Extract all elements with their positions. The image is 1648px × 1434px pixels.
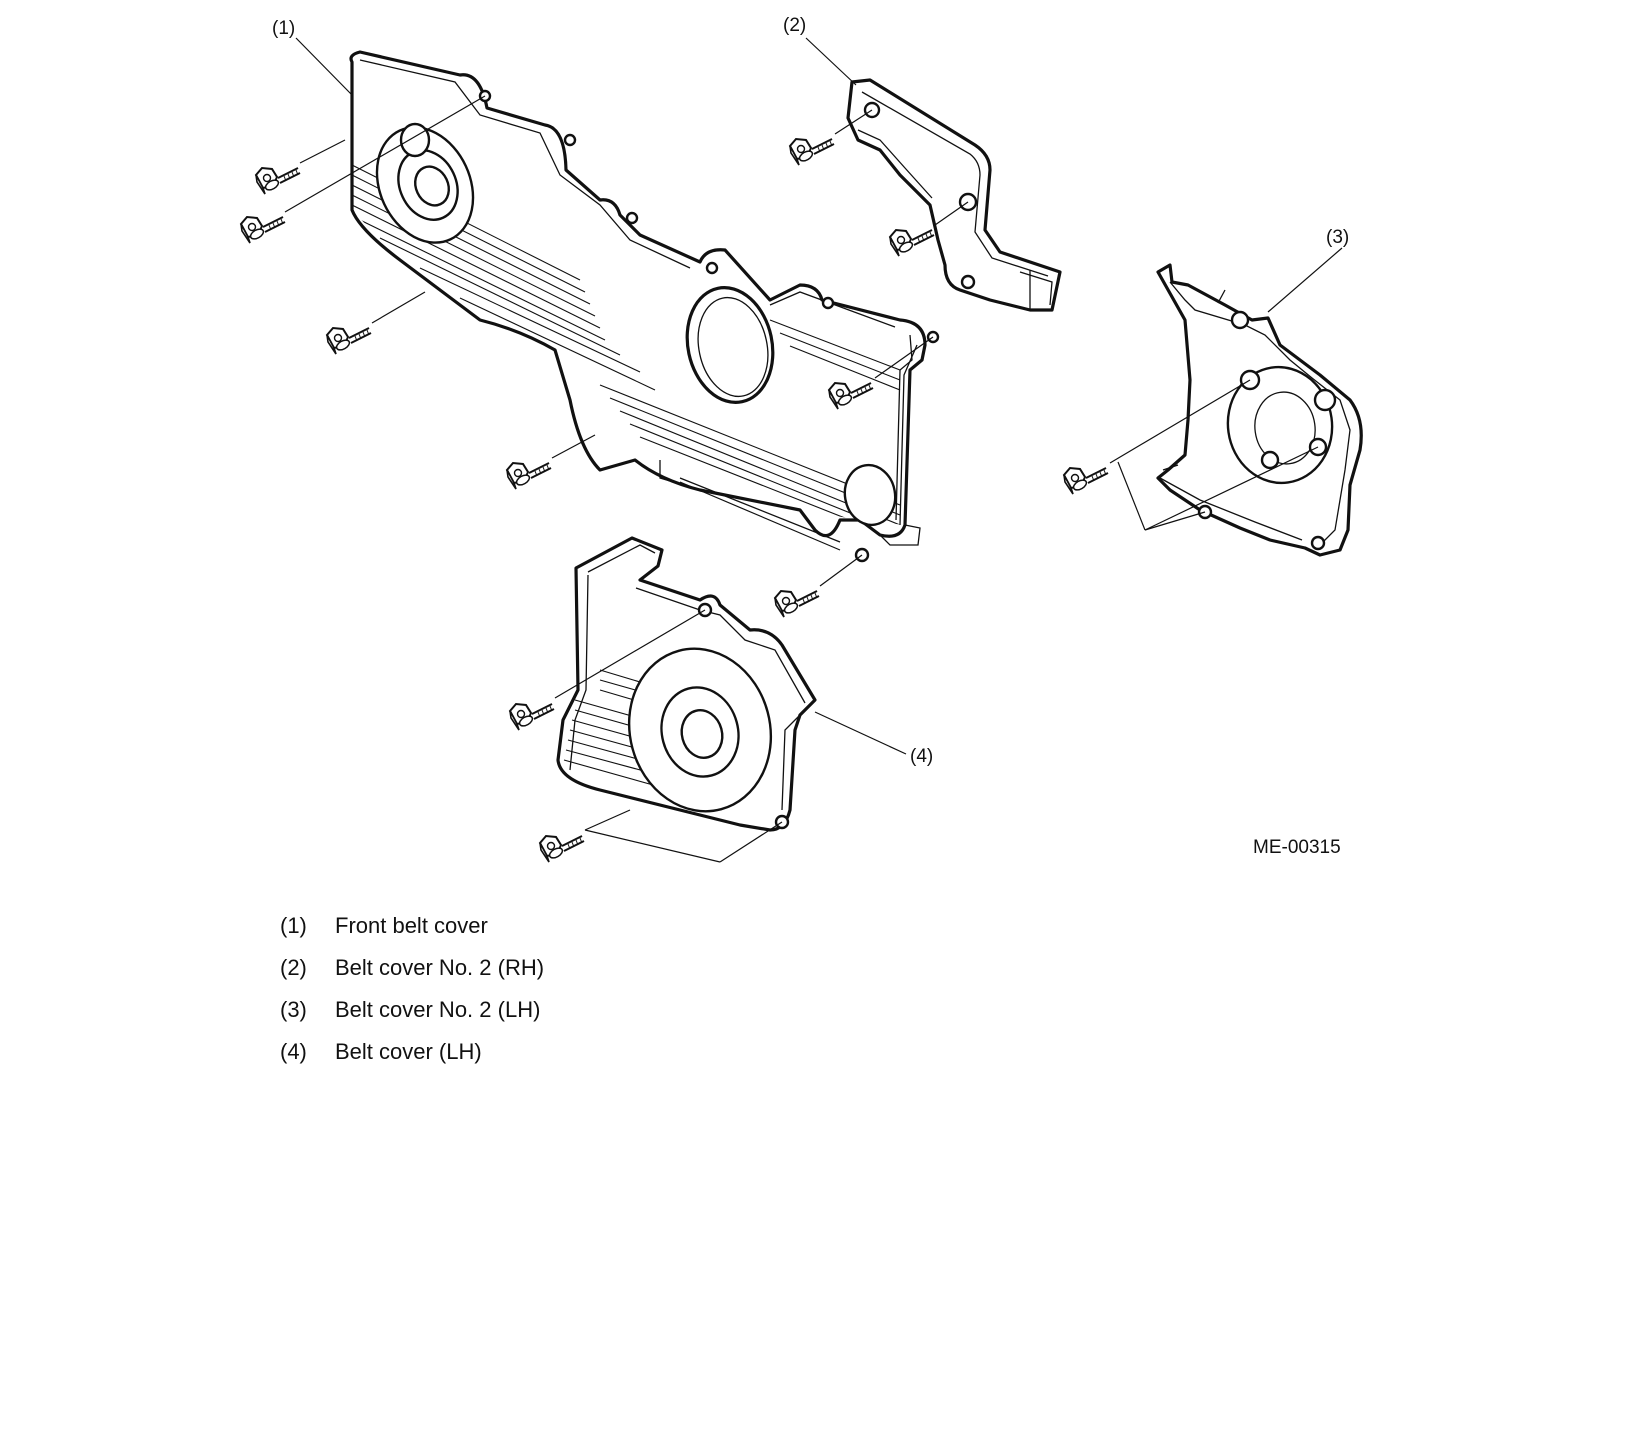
bolt-fastener [240, 216, 286, 244]
legend-label: Belt cover (LH) [335, 1039, 482, 1064]
bolt-fastener [539, 835, 585, 863]
legend-label: Belt cover No. 2 (RH) [335, 955, 545, 980]
bolt-fastener [255, 167, 301, 195]
legend-item: (3) Belt cover No. 2 (LH) [280, 989, 544, 1031]
legend-label: Belt cover No. 2 (LH) [335, 997, 541, 1022]
front-belt-cover-part [349, 50, 940, 563]
figure-code: ME-00315 [1253, 837, 1341, 858]
legend-item: (4) Belt cover (LH) [280, 1031, 544, 1073]
legend-number: (2) [280, 955, 307, 980]
leader-lines [284, 37, 1343, 863]
bolt-fastener [774, 590, 820, 618]
callout-1: (1) [272, 18, 295, 39]
bolt-fastener [1063, 467, 1109, 495]
legend-item: (2) Belt cover No. 2 (RH) [280, 947, 544, 989]
callout-3: (3) [1326, 227, 1349, 248]
parts-legend: (1) Front belt cover (2) Belt cover No. … [280, 905, 544, 1073]
bolt-fastener [506, 462, 552, 490]
belt-cover-no2-lh-part [1156, 263, 1363, 557]
callout-4: (4) [910, 746, 933, 767]
bolt-fastener [509, 703, 555, 731]
belt-cover-lh-part [556, 536, 817, 832]
callout-2: (2) [783, 15, 806, 36]
bolt-fastener [789, 138, 835, 166]
bolt-fastener [326, 327, 372, 355]
legend-label: Front belt cover [335, 913, 488, 938]
legend-item: (1) Front belt cover [280, 905, 544, 947]
legend-number: (3) [280, 997, 307, 1022]
belt-cover-no2-rh-part [846, 78, 1062, 312]
legend-number: (1) [280, 913, 307, 938]
bolt-fastener [889, 229, 935, 257]
legend-number: (4) [280, 1039, 307, 1064]
